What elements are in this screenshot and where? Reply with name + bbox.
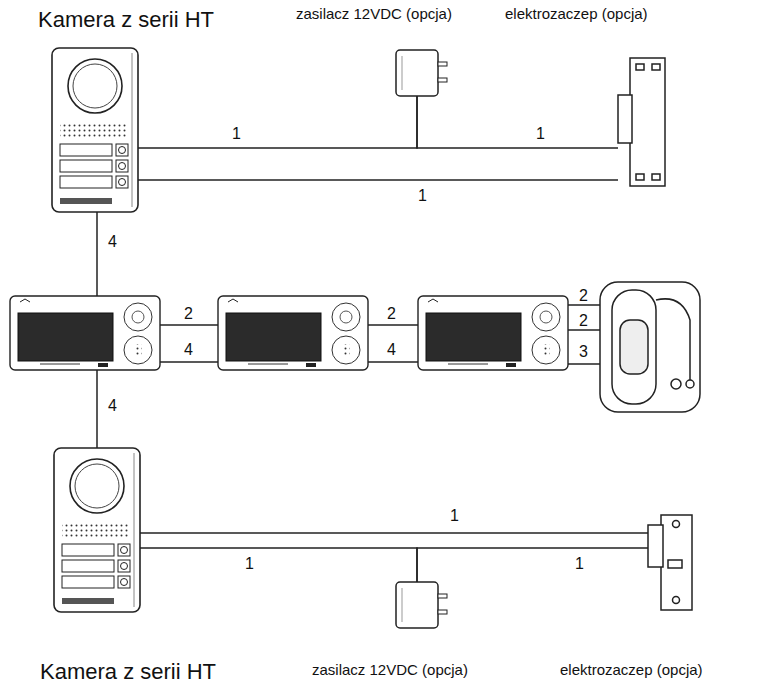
camera-unit bbox=[54, 448, 140, 612]
device-label: elektrozaczep (opcja) bbox=[505, 6, 648, 23]
monitor-unit bbox=[418, 296, 568, 370]
device-label: elektrozaczep (opcja) bbox=[560, 662, 703, 679]
camera-label-box: Kamera z serii HT bbox=[54, 448, 140, 612]
wire-count: 4 bbox=[106, 398, 119, 414]
door-strike bbox=[648, 515, 692, 610]
wire-count: 2 bbox=[577, 313, 590, 329]
power-wire bbox=[140, 548, 417, 582]
wire-count: 2 bbox=[385, 306, 398, 322]
intercom-handset bbox=[600, 282, 700, 412]
wire-count: 2 bbox=[577, 288, 590, 304]
wire-count: 1 bbox=[230, 126, 243, 142]
monitor-unit bbox=[10, 296, 160, 370]
power-wire bbox=[138, 179, 618, 181]
camera-unit bbox=[52, 48, 138, 212]
power-supply-box: zasilacz 12VDC (opcja) bbox=[396, 50, 438, 96]
wire-count: 1 bbox=[573, 556, 586, 572]
device-label: zasilacz 12VDC (opcja) bbox=[312, 662, 468, 679]
power-supply-box: zasilacz 12VDC (opcja) bbox=[396, 582, 438, 628]
power-wire bbox=[417, 96, 618, 148]
device-label: Kamera z serii HT bbox=[40, 660, 216, 684]
signal-wire bbox=[97, 212, 600, 448]
power-wire bbox=[417, 548, 648, 582]
wire-count: 2 bbox=[182, 306, 195, 322]
wire-count: 3 bbox=[577, 344, 590, 360]
device-label: Kamera z serii HT bbox=[38, 8, 214, 32]
wire-count: 1 bbox=[243, 556, 256, 572]
door-strike-box: elektrozaczep (opcja) bbox=[648, 515, 692, 610]
power-supply bbox=[396, 50, 447, 96]
monitor-unit bbox=[218, 296, 368, 370]
camera-label-box: Kamera z serii HT bbox=[52, 48, 138, 212]
wire-count: 1 bbox=[448, 508, 461, 524]
power-wire bbox=[138, 96, 417, 148]
wire-count: 4 bbox=[385, 342, 398, 358]
device-label: zasilacz 12VDC (opcja) bbox=[296, 6, 452, 23]
power-supply bbox=[396, 582, 447, 628]
wire-count: 4 bbox=[182, 342, 195, 358]
door-strike-box: elektrozaczep (opcja) bbox=[618, 58, 665, 186]
power-wire bbox=[140, 532, 648, 534]
wire-count: 1 bbox=[534, 126, 547, 142]
wire-count: 4 bbox=[106, 234, 119, 250]
door-strike bbox=[618, 58, 665, 186]
wire-count: 1 bbox=[416, 188, 429, 204]
